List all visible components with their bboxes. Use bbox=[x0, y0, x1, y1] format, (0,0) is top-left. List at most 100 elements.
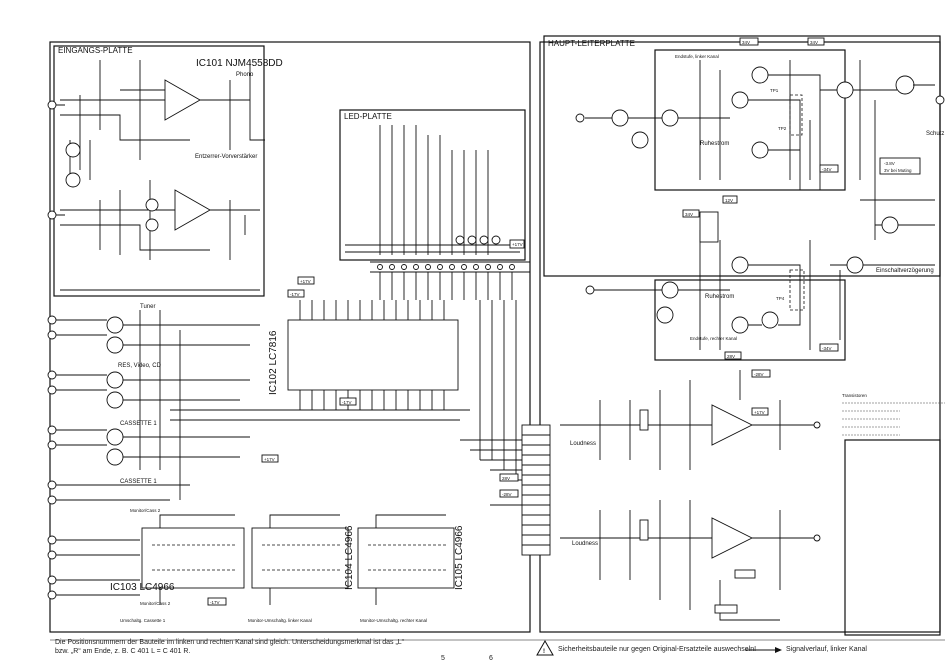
ruhestrom-label-1: Ruhestrom bbox=[700, 141, 729, 147]
ic104-body bbox=[251, 527, 349, 589]
tag-28v-b-text: 28V bbox=[727, 354, 735, 359]
protection-circuit bbox=[830, 199, 935, 274]
tag-m17v-a-text: -17V bbox=[290, 292, 300, 297]
loudness-label-2: Loudness bbox=[572, 541, 598, 547]
tag-12v bbox=[722, 195, 738, 204]
einschaltverz-label: Einschaltverzögerung bbox=[876, 268, 934, 274]
phono-label: Phono bbox=[236, 72, 254, 78]
tag-m17v-b bbox=[339, 397, 357, 406]
tag-m28v bbox=[499, 489, 519, 498]
control-bus bbox=[170, 272, 517, 480]
switch-ic-internals bbox=[152, 514, 446, 605]
tag-34v-c bbox=[682, 209, 700, 218]
input-board-wiring bbox=[60, 60, 265, 291]
tag-v38 bbox=[879, 157, 921, 175]
ic102-label: IC102 LC7816 bbox=[268, 330, 279, 395]
monitor-cass2-label-b: Monitor/Cass 2 bbox=[140, 601, 171, 606]
ic105-body bbox=[357, 527, 455, 589]
tag-34v-b-text: 34V bbox=[810, 40, 818, 45]
page-number-left: 5 bbox=[441, 655, 445, 662]
tp1-label: TP1 bbox=[770, 88, 779, 93]
tag-34v-c-text: 34V bbox=[685, 212, 693, 217]
tp4-label: TP4 bbox=[776, 296, 785, 301]
tag-m34v bbox=[819, 164, 839, 173]
ic105-label: IC105 LC4966 bbox=[454, 525, 465, 590]
tag-m28v-text: -28V bbox=[502, 492, 512, 497]
connector-row-top bbox=[370, 261, 530, 273]
tag-v38-sub-text: 3V bei Muting bbox=[884, 168, 912, 173]
footer-note-left: Die Positionsnummern der Bauteile im lin… bbox=[55, 638, 475, 656]
page-number-right: 6 bbox=[489, 655, 493, 662]
ic103-label: IC103 LC4966 bbox=[110, 582, 175, 593]
tag-28v-text: 28V bbox=[502, 476, 510, 481]
output-stage-right-outline bbox=[654, 279, 846, 361]
main-board-title: HAUPT-LEITERPLATTE bbox=[548, 39, 635, 48]
output-stage-right-circuit bbox=[585, 211, 841, 350]
led-board-outline bbox=[339, 109, 526, 261]
tag-28v-b bbox=[724, 351, 742, 360]
switch-monitor-right-label: Monitor-Umschaltg. rechter Kanal bbox=[360, 618, 427, 623]
switch-monitor-left-label: Monitor-Umschaltg. linker Kanal bbox=[248, 618, 312, 623]
led-17v-label: +17V bbox=[512, 242, 523, 247]
output-stage-left-outline bbox=[654, 49, 846, 191]
opamp-2-symbol bbox=[174, 189, 211, 231]
tp2-label: TP2 bbox=[778, 126, 787, 131]
signal-note: Signalverlauf, linker Kanal bbox=[786, 646, 867, 653]
loudness-label-1: Loudness bbox=[570, 441, 596, 447]
ic103-body bbox=[141, 527, 245, 589]
tag-m28v-b bbox=[751, 369, 771, 378]
tag-17v-a bbox=[297, 276, 315, 285]
tag-m17v-c-text: -17V bbox=[210, 600, 220, 605]
tag-m34v-b bbox=[819, 343, 839, 352]
tag-34v-b bbox=[807, 37, 825, 46]
tone-stage-right bbox=[560, 500, 821, 621]
main-board-outline bbox=[543, 35, 941, 277]
safety-note: Sicherheitsbauteile nur gegen Original-E… bbox=[558, 646, 757, 653]
input-board-title: EINGANGS-PLATTE bbox=[58, 46, 133, 55]
source-buffer-stages bbox=[75, 310, 260, 596]
tag-m28v-b-text: -28V bbox=[754, 372, 764, 377]
tag-17v-b bbox=[261, 454, 279, 463]
tuner-label: Tuner bbox=[140, 304, 155, 310]
inter-board-connector bbox=[460, 424, 551, 556]
transistor-list-lines bbox=[842, 402, 945, 436]
tag-17v-a-text: +17V bbox=[300, 279, 311, 284]
monitor-cass2-label: Monitor/Cass 2 bbox=[130, 508, 161, 513]
tag-17v-c bbox=[751, 407, 769, 416]
tag-12v-text: 12V bbox=[725, 198, 733, 203]
warning-exclamation-icon: ! bbox=[543, 649, 545, 655]
ic102-body bbox=[287, 319, 459, 391]
tag-34v bbox=[739, 37, 759, 46]
tag-m17v-a bbox=[287, 289, 305, 298]
ic104-label: IC104 LC4966 bbox=[344, 525, 355, 590]
ic101-opamp-symbol bbox=[164, 79, 201, 121]
lower-right-frame bbox=[844, 439, 941, 636]
cassette1-label-b: CASSETTE 1 bbox=[120, 479, 157, 485]
tag-17v-b-text: +17V bbox=[264, 457, 275, 462]
preamp-label: Entzerrer-Vorverstärker bbox=[195, 154, 257, 160]
led-board-title: LED-PLATTE bbox=[344, 112, 392, 121]
res-video-cd-label: RES, Video, CD bbox=[118, 363, 162, 369]
footer-note-line2: bzw. „R“ am Ende, z. B. C 401 L = C 401 … bbox=[55, 648, 191, 655]
tag-17v-c-text: +17V bbox=[754, 410, 765, 415]
tag-28v bbox=[499, 473, 519, 482]
endstufe-right-label: Endstufe, rechter Kanal bbox=[690, 336, 737, 341]
signal-arrow-icon bbox=[775, 647, 782, 653]
tag-m17v-c bbox=[207, 597, 227, 606]
cassette1-label-a: CASSETTE 1 bbox=[120, 421, 157, 427]
input-jacks bbox=[47, 100, 75, 600]
transistoren-label: Transistoren bbox=[842, 393, 867, 398]
tone-stage-left bbox=[560, 370, 821, 470]
warning-triangle-icon bbox=[536, 639, 554, 656]
tag-m34v-text: -34V bbox=[822, 167, 832, 172]
tag-m17v-b-text: -17V bbox=[342, 400, 352, 405]
tag-v38-text: -3.8V bbox=[884, 161, 895, 166]
ic101-label: IC101 NJM4558DD bbox=[196, 58, 283, 69]
input-board-outline bbox=[53, 45, 265, 297]
endstufe-left-label: Endstufe, linker Kanal bbox=[675, 54, 719, 59]
tag-m34v-b-text: -34V bbox=[822, 346, 832, 351]
switch-cassette1-label: Umschaltg. Cassette 1 bbox=[120, 618, 166, 623]
output-stage-left-circuit bbox=[575, 60, 945, 240]
schutz-label: Schutz bbox=[926, 131, 944, 137]
